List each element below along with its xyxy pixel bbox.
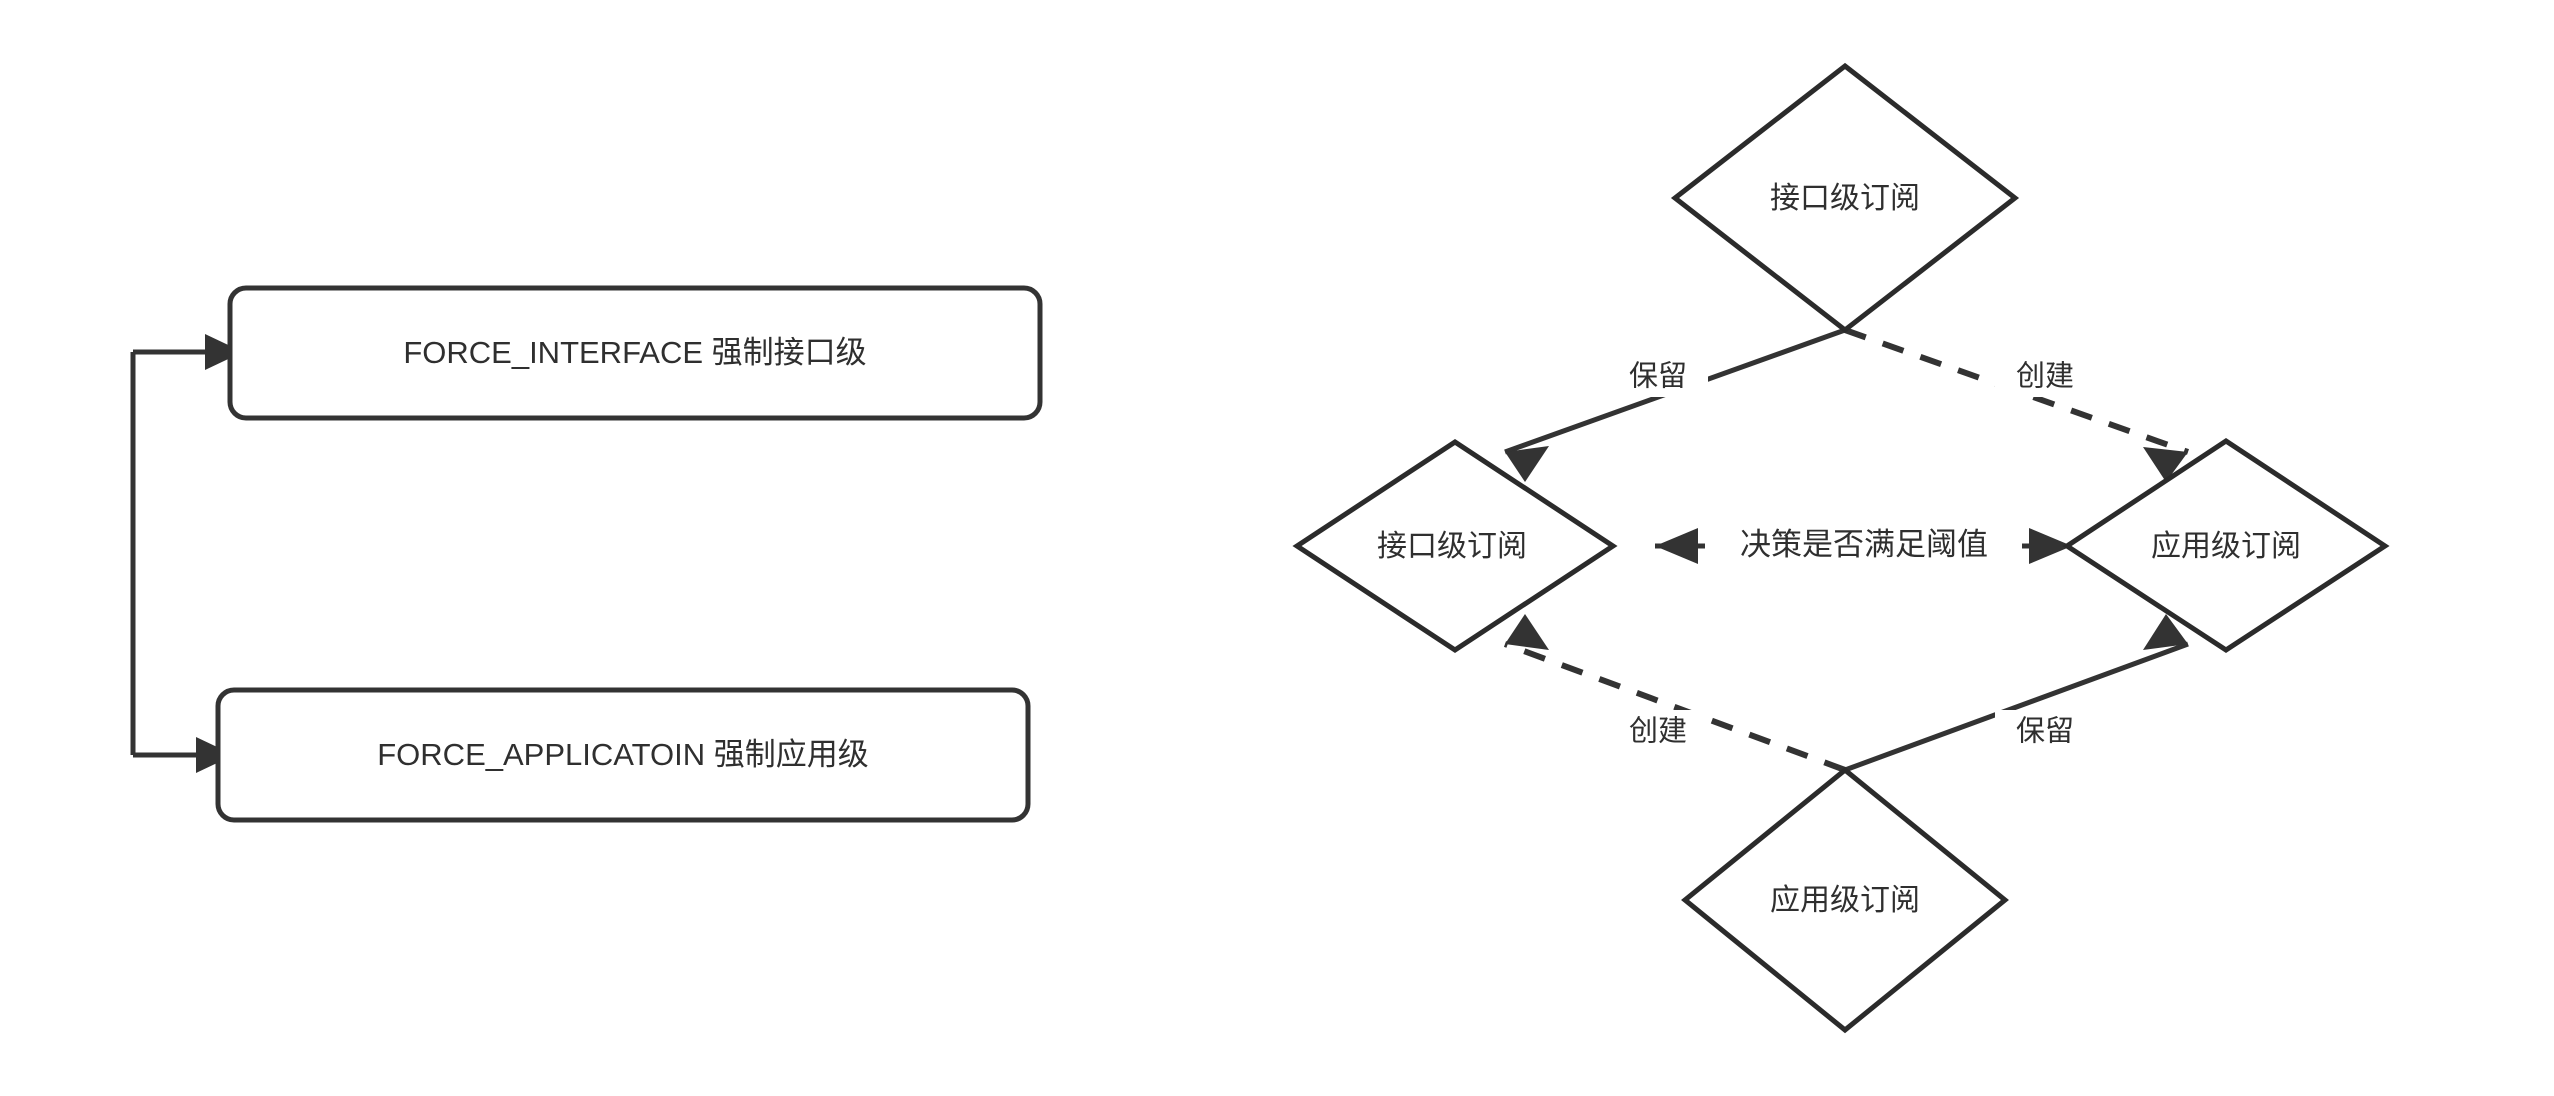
node-bottom-application-diamond[interactable] bbox=[1681, 766, 2009, 1034]
edge-bottom-to-mid-application-line bbox=[1844, 641, 2189, 773]
edge-label-chuangjian-top-bg bbox=[1995, 355, 2095, 397]
edge-threshold-left-arrowhead bbox=[1655, 528, 1698, 564]
node-mid-interface-label: 接口级订阅 bbox=[1377, 530, 1527, 563]
edge-label-baoliu-bottom-bg bbox=[1995, 710, 2095, 752]
node-force-application-label: FORCE_APPLICATOIN 强制应用级 bbox=[377, 737, 869, 772]
edge-bottom-to-mid-interface-line bbox=[1503, 641, 1847, 773]
edge-label-bottom-to-mid-application: 保留 bbox=[2016, 715, 2074, 748]
node-mid-application-label: 应用级订阅 bbox=[2151, 530, 2301, 563]
left-flowchart-group: FORCE_INTERFACE 强制接口级 FORCE_APPLICATOIN … bbox=[130, 285, 1043, 823]
edge-label-threshold-decision: 决策是否满足阈值 bbox=[1740, 527, 1988, 562]
edge-label-chuangjian-bottom-bg bbox=[1608, 710, 1708, 752]
node-top-interface-diamond[interactable] bbox=[1670, 62, 2020, 334]
edge-label-top-to-mid-interface: 保留 bbox=[1629, 360, 1687, 393]
edge-top-to-mid-application-line bbox=[1843, 327, 2190, 455]
node-bottom-application-label: 应用级订阅 bbox=[1770, 884, 1920, 917]
edge-label-bottom-to-mid-interface: 创建 bbox=[1629, 715, 1687, 748]
edge-bottom-to-mid-interface-arrowhead bbox=[1505, 614, 1549, 650]
edge-label-top-to-mid-application: 创建 bbox=[2016, 360, 2074, 393]
edge-bottom-to-mid-application-arrowhead bbox=[2143, 614, 2188, 650]
fork-branch-top-arrowhead bbox=[205, 334, 243, 370]
right-flowchart-group: 保留 创建 创建 保留 决策是否满足阈值 接口级订阅 bbox=[1292, 62, 2390, 1034]
edge-top-to-mid-interface-arrowhead bbox=[1505, 446, 1549, 482]
node-mid-application-diamond[interactable] bbox=[2062, 438, 2390, 653]
edge-threshold-right-arrowhead bbox=[2029, 528, 2072, 564]
node-top-interface-label: 接口级订阅 bbox=[1770, 182, 1920, 215]
node-force-interface-box[interactable] bbox=[227, 285, 1043, 421]
node-force-application-box[interactable] bbox=[215, 687, 1031, 823]
node-mid-interface-diamond[interactable] bbox=[1292, 439, 1618, 653]
edge-label-baoliu-top-bg bbox=[1608, 355, 1708, 397]
edge-top-to-mid-application-arrowhead bbox=[2143, 447, 2188, 482]
node-force-interface-label: FORCE_INTERFACE 强制接口级 bbox=[403, 335, 866, 370]
fork-branch-bottom-arrowhead bbox=[196, 737, 234, 773]
